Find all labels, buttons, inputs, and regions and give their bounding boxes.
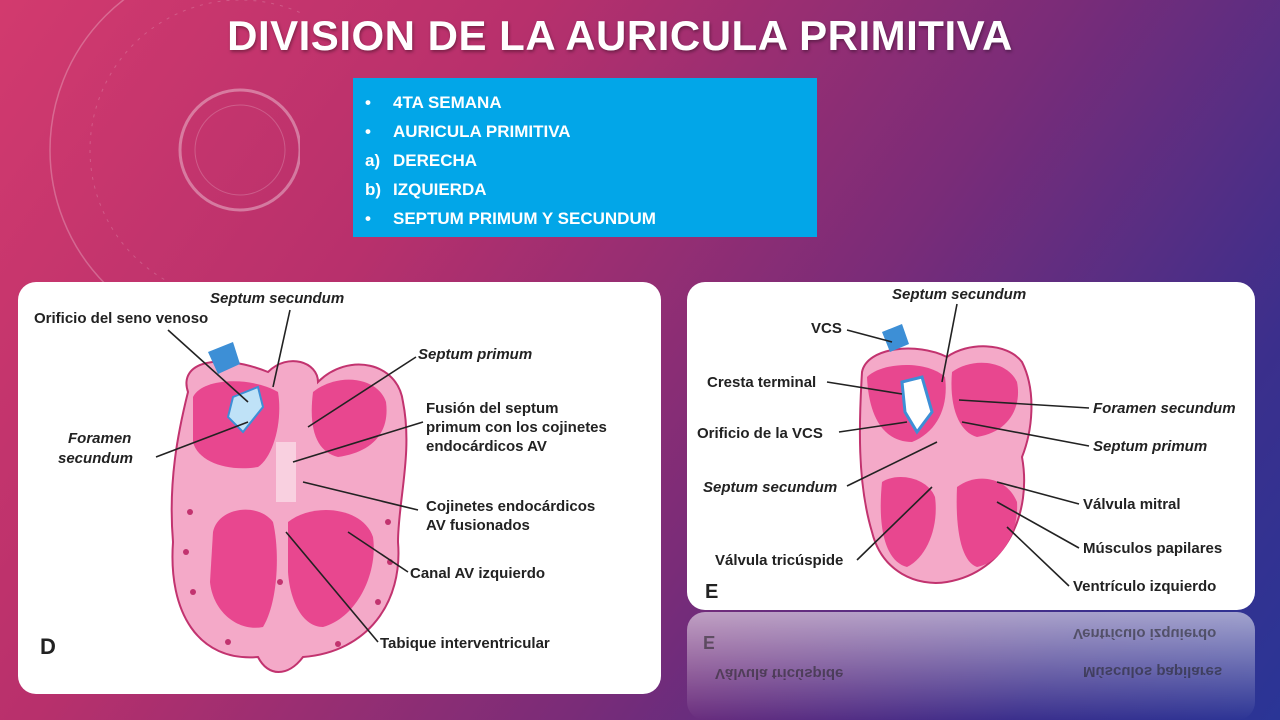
label-tabique-interventricular: Tabique interventricular [380, 635, 550, 652]
label-fusion-line-3: endocárdicos AV [426, 438, 547, 455]
bullet-text: IZQUIERDA [393, 180, 487, 199]
label-e-septum-secundum-top: Septum secundum [892, 286, 1027, 303]
reflection-label: Ventrículo izquierdo [1073, 625, 1217, 642]
label-e-vcs: VCS [811, 320, 842, 337]
label-septum-primum: Septum primum [418, 346, 533, 363]
label-orificio-seno-venoso: Orificio del seno venoso [34, 310, 209, 327]
bullet-box: • 4TA SEMANA • AURICULA PRIMITIVA a) DERECH… [353, 78, 817, 237]
slide-title: DIVISION DE LA AURICULA PRIMITIVA [227, 12, 1013, 59]
label-cojinetes-line-2: AV fusionados [426, 517, 530, 534]
panel-letter-d: D [40, 634, 56, 659]
bullet-item: • 4TA SEMANA [365, 88, 805, 117]
reflection-content: E Ventrículo izquierdo Válvula tricúspid… [687, 612, 1255, 720]
label-canal-av-izquierdo: Canal AV izquierdo [410, 565, 546, 582]
bullet-marker: • [365, 93, 371, 112]
heart-illustration-d: D [40, 309, 424, 673]
reflection-letter: E [703, 632, 716, 652]
panel-e-reflection: E Ventrículo izquierdo Válvula tricúspid… [687, 612, 1255, 720]
label-e-ventriculo-izquierdo: Ventrículo izquierdo [1073, 578, 1217, 595]
reflection-label: Válvula tricúspide [715, 665, 844, 682]
label-foramen-line-1: Foramen [68, 430, 132, 447]
bullet-text: 4TA SEMANA [393, 93, 502, 112]
panel-letter-e: E [705, 581, 718, 603]
label-foramen-line-2: secundum [58, 450, 134, 467]
diagram-panel-d: D Septum secundum Orificio del seno veno… [18, 282, 661, 694]
heart-illustration-e: E [705, 303, 1090, 603]
label-e-valvula-mitral: Válvula mitral [1083, 496, 1181, 513]
label-cojinetes-line-1: Cojinetes endocárdicos [426, 498, 596, 515]
label-e-valvula-tricuspide: Válvula tricúspide [715, 552, 844, 569]
label-e-septum-secundum-low: Septum secundum [703, 479, 838, 496]
bullet-text: DERECHA [393, 151, 478, 170]
diagram-panel-e: E Septum secundum VCS Cresta terminal Fo… [687, 282, 1255, 610]
bullet-marker: a) [365, 151, 381, 170]
label-e-orificio-vcs: Orificio de la VCS [697, 425, 823, 442]
bullet-marker: • [365, 209, 371, 228]
bullet-text: SEPTUM PRIMUM Y SECUNDUM [393, 209, 656, 228]
bullet-marker: b) [365, 180, 382, 199]
bullet-marker: • [365, 122, 371, 141]
label-fusion-line-2: primum con los cojinetes [426, 419, 607, 436]
label-fusion-line-1: Fusión del septum [426, 400, 559, 417]
label-septum-secundum: Septum secundum [210, 290, 345, 307]
bullet-item: • AURICULA PRIMITIVA [365, 117, 805, 146]
label-e-cresta-terminal: Cresta terminal [707, 374, 817, 391]
label-e-musculos-papilares: Músculos papilares [1083, 540, 1223, 557]
bullet-item: • SEPTUM PRIMUM Y SECUNDUM [365, 204, 805, 233]
bullet-item: b) IZQUIERDA [365, 175, 805, 204]
label-e-foramen-secundum: Foramen secundum [1093, 400, 1236, 417]
bullet-text: AURICULA PRIMITIVA [393, 122, 571, 141]
reflection-label: Músculos papilares [1083, 663, 1223, 680]
label-e-septum-primum: Septum primum [1093, 438, 1208, 455]
bullet-item: a) DERECHA [365, 146, 805, 175]
